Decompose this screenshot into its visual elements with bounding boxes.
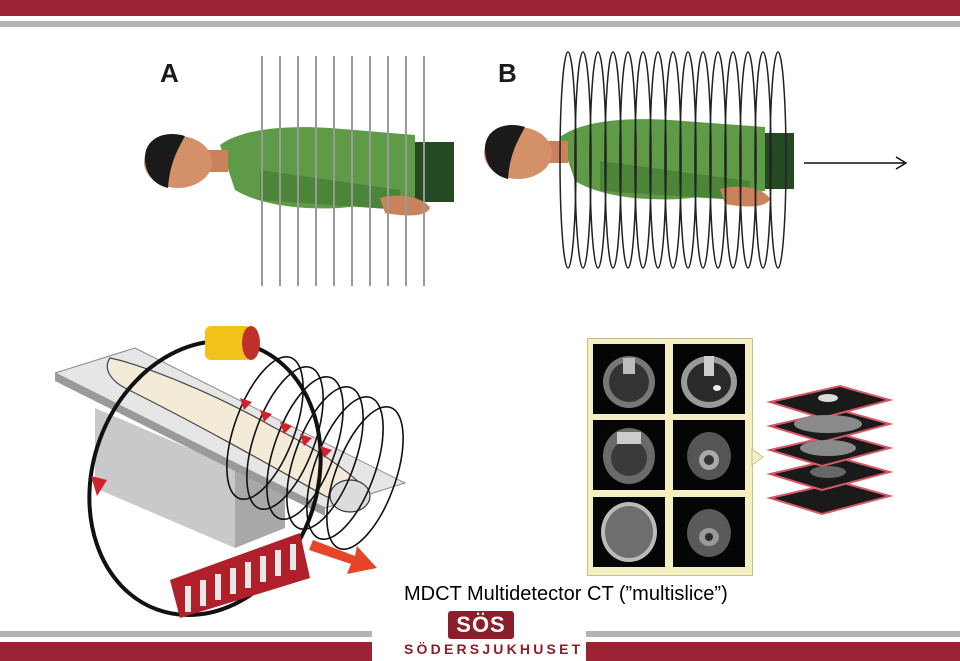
arrow-right-icon xyxy=(804,156,908,170)
bottom-red-bar-right xyxy=(586,642,960,661)
triangle-right-icon xyxy=(751,448,764,466)
slide-caption: MDCT Multidetector CT (”multislice”) xyxy=(404,583,728,605)
ct-slice-3 xyxy=(593,420,665,490)
patient-illustration-a xyxy=(144,56,454,286)
bottom-gray-bar-right xyxy=(586,631,960,637)
bottom-gray-bar-left xyxy=(0,631,372,637)
top-red-bar xyxy=(0,0,960,16)
panel-label-a: A xyxy=(160,58,179,88)
ct-slice-4 xyxy=(673,420,745,490)
bottom-red-bar-left xyxy=(0,642,372,661)
ct-gantry-illustration xyxy=(55,326,407,618)
ct-slice-1 xyxy=(593,344,665,414)
ct-slice-2 xyxy=(673,344,745,414)
sodersjukhuset-logo-text: SÖDERSJUKHUSET xyxy=(404,641,584,657)
panel-label-b: B xyxy=(498,58,517,88)
patient-illustration-b xyxy=(484,51,794,269)
ct-image-grid xyxy=(587,338,753,576)
ct-slice-5 xyxy=(593,497,665,567)
stacked-slices-illustration xyxy=(766,384,894,516)
sos-logo-mark: SÖS xyxy=(448,611,514,639)
top-gray-bar xyxy=(0,21,960,27)
ct-slice-6 xyxy=(673,497,745,567)
